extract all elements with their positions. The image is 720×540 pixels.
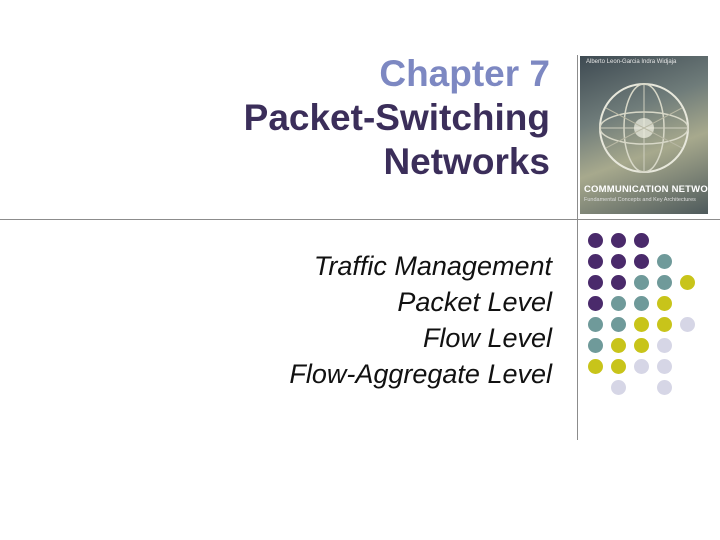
decorative-dot-grid [588, 233, 710, 413]
book-authors: Alberto Leon-Garcia Indra Widjaja [586, 59, 677, 65]
book-title: COMMUNICATION NETWORKS [584, 184, 708, 195]
decorative-dot [634, 296, 649, 311]
decorative-dot [611, 254, 626, 269]
decorative-dot [588, 233, 603, 248]
book-cover-image: Alberto Leon-Garcia Indra Widjaja COMMUN… [580, 56, 708, 214]
decorative-dot [634, 275, 649, 290]
decorative-dot [588, 275, 603, 290]
horizontal-divider [0, 219, 720, 220]
decorative-dot [657, 296, 672, 311]
decorative-dot [611, 380, 626, 395]
chapter-label: Chapter 7 [379, 53, 550, 94]
decorative-dot [634, 338, 649, 353]
decorative-dot [657, 338, 672, 353]
topic-item: Packet Level [397, 287, 552, 317]
decorative-dot [680, 317, 695, 332]
decorative-dot [657, 317, 672, 332]
decorative-dot [611, 338, 626, 353]
title-line-1: Packet-Switching [243, 97, 550, 138]
book-subtitle: Fundamental Concepts and Key Architectur… [584, 197, 696, 203]
decorative-dot [588, 359, 603, 374]
vertical-divider [577, 55, 578, 440]
globe-icon [599, 83, 689, 173]
decorative-dot [634, 254, 649, 269]
decorative-dot [611, 275, 626, 290]
decorative-dot [611, 233, 626, 248]
topic-item: Flow-Aggregate Level [289, 359, 552, 389]
slide-title: Chapter 7 Packet-Switching Networks [30, 52, 550, 184]
decorative-dot [588, 338, 603, 353]
decorative-dot [611, 359, 626, 374]
topic-item: Flow Level [422, 323, 552, 353]
decorative-dot [634, 233, 649, 248]
decorative-dot [588, 317, 603, 332]
decorative-dot [657, 254, 672, 269]
decorative-dot [588, 254, 603, 269]
decorative-dot [657, 359, 672, 374]
decorative-dot [657, 275, 672, 290]
decorative-dot [588, 296, 603, 311]
decorative-dot [611, 317, 626, 332]
decorative-dot [680, 275, 695, 290]
decorative-dot [634, 359, 649, 374]
decorative-dot [657, 380, 672, 395]
topic-item: Traffic Management [313, 251, 552, 281]
decorative-dot [611, 296, 626, 311]
title-line-2: Networks [383, 141, 550, 182]
decorative-dot [634, 317, 649, 332]
topic-list: Traffic Management Packet Level Flow Lev… [132, 248, 552, 392]
